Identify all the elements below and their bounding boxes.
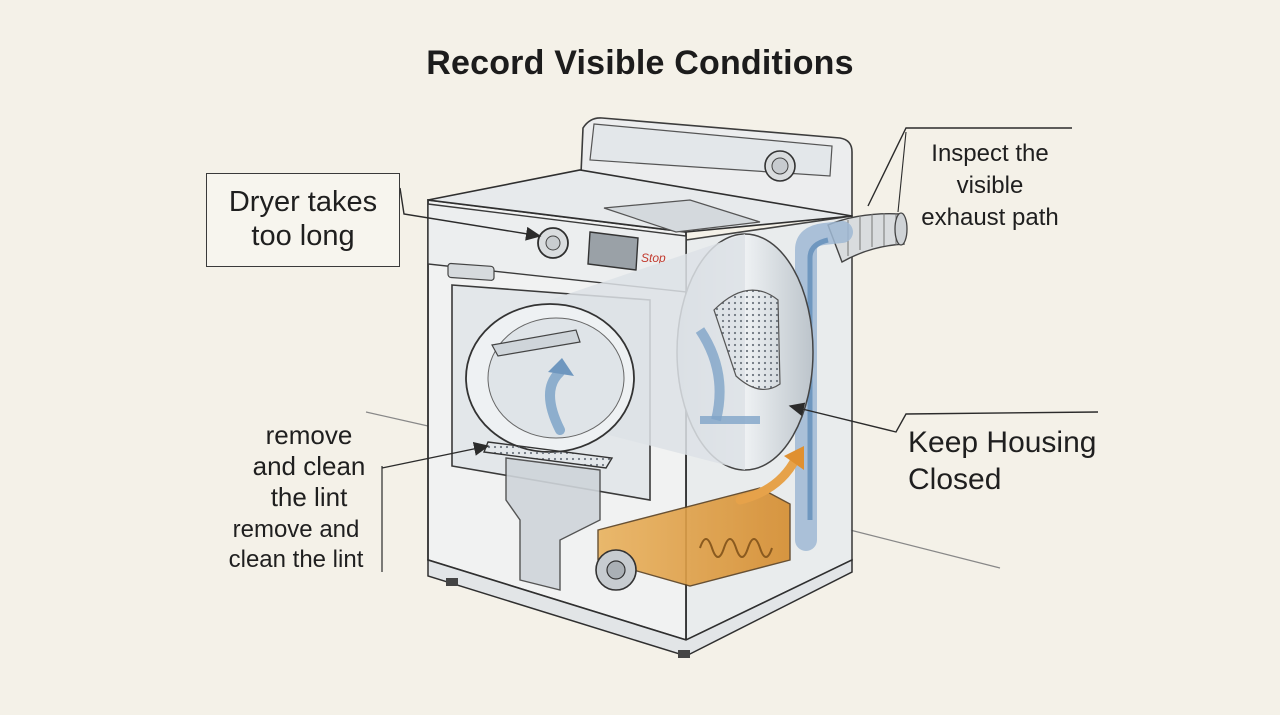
dryer-knob-icon: [764, 150, 796, 182]
callout-line: clean the lint: [228, 546, 364, 573]
drum-baffle: [491, 329, 581, 357]
dryer-knob-icon: [537, 227, 569, 259]
callout-line: Dryer takes: [228, 186, 378, 218]
heater-coils: [699, 538, 773, 558]
callout-leader-housing: [788, 402, 1099, 433]
callout-line: Keep Housing: [908, 426, 1097, 459]
callout-remove-lint-primary: remove and clean the lint: [224, 420, 394, 513]
callout-dryer-takes-too-long: Dryer takes too long: [206, 173, 400, 267]
foot-right: [678, 650, 690, 658]
blower-fan: [595, 549, 637, 591]
callout-line: Closed: [908, 463, 1002, 496]
airflow-arrow-icon: [695, 327, 725, 422]
callout-line: exhaust path: [921, 204, 1059, 231]
top-opening: [603, 199, 761, 233]
heat-arrow-icon: [735, 446, 804, 505]
floor-line-left: [365, 411, 429, 427]
callout-remove-lint-secondary: remove and clean the lint: [210, 515, 382, 575]
airflow-arrowhead: [548, 358, 574, 376]
lint-duct: [505, 457, 601, 591]
callout-leader-exhaust: [867, 127, 1072, 207]
callout-line: too long: [251, 220, 355, 252]
detergent-slot: [447, 262, 495, 281]
airflow-arrow-icon: [545, 367, 565, 435]
cabinet-top: [427, 169, 853, 233]
display-screen-icon: [587, 231, 639, 271]
floor-line-right: [849, 529, 1001, 569]
callout-leader-lint: [381, 441, 490, 469]
airflow-duct-right: [795, 221, 853, 551]
callout-line: visible: [956, 172, 1024, 199]
callout-line: Inspect the: [931, 140, 1049, 167]
callout-leader-exhaust-inner: [897, 131, 907, 213]
callout-line: the lint: [270, 482, 348, 512]
callout-leader-dryer: [399, 187, 542, 241]
callout-line: remove: [265, 420, 353, 450]
diagram-title: Record Visible Conditions: [426, 44, 854, 82]
stop-label: Stop: [641, 251, 666, 265]
callout-line: remove and: [232, 516, 360, 543]
callout-line: and clean: [252, 451, 366, 481]
airflow-arrow-icon: [807, 237, 829, 520]
foot-left: [446, 578, 458, 586]
callout-keep-housing-closed: Keep Housing Closed: [908, 424, 1096, 498]
callout-inspect-exhaust: Inspect the visible exhaust path: [900, 138, 1080, 234]
rear-mesh-panel: [713, 289, 781, 391]
cabinet-base: [427, 558, 853, 657]
